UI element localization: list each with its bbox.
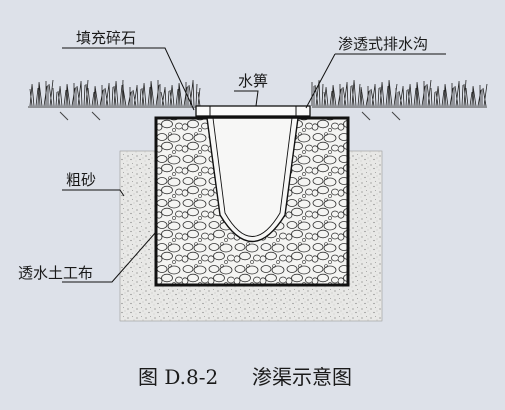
figure-number: 图 D.8-2 [138, 365, 218, 389]
ground-surface [28, 106, 487, 121]
u-shaped-ditch-inner [212, 117, 293, 237]
label-coarse-sand: 粗砂 [66, 171, 96, 189]
figure-title: 渗渠示意图 [252, 365, 352, 389]
grass-left [29, 79, 201, 107]
leader-lines [62, 47, 446, 283]
label-geotextile: 透水土工布 [18, 264, 93, 282]
u-shaped-ditch [206, 117, 299, 242]
label-gravel-fill: 填充碎石 [76, 29, 136, 47]
grass-right [311, 79, 488, 107]
label-grate: 水箅 [238, 72, 268, 90]
grate [195, 105, 311, 117]
label-infiltration-ditch: 渗透式排水沟 [338, 35, 428, 53]
